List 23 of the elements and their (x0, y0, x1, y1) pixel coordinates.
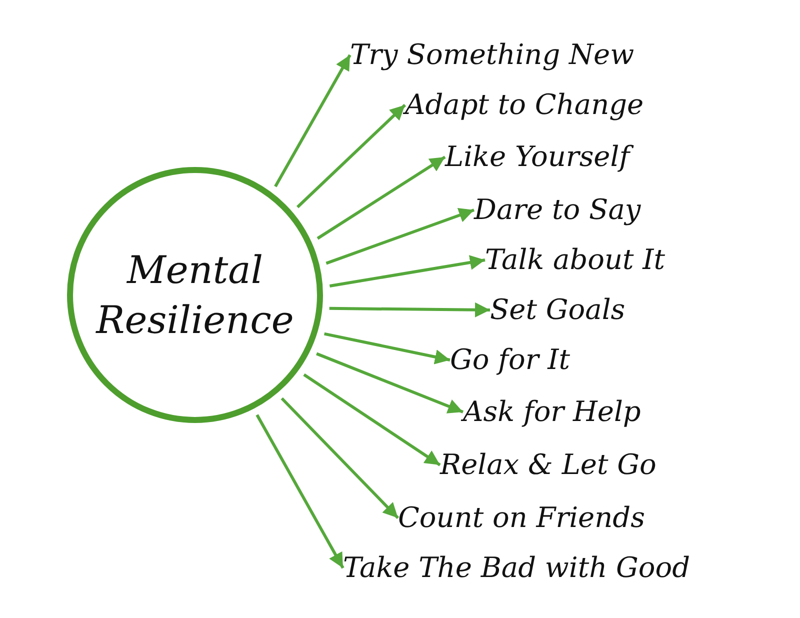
arrow (329, 302, 490, 318)
circle-node (64, 164, 326, 426)
node-text: Try Something New (350, 38, 634, 72)
arrow (296, 104, 406, 208)
node-text: Relax & Let Go (440, 448, 656, 482)
node-text: Ask for Help (463, 395, 641, 429)
arrow (274, 54, 352, 188)
arrow (316, 156, 446, 240)
node-text: Talk about It (485, 243, 665, 277)
arrow (256, 414, 344, 569)
node-text: Adapt to Change (405, 88, 644, 122)
node-text: Mental Resilience (94, 247, 295, 344)
arrow (329, 255, 486, 288)
arrow (324, 332, 450, 364)
node-text: Dare to Say (474, 193, 641, 227)
node-text: Take The Bad with Good (343, 551, 690, 585)
arrow (316, 352, 464, 414)
node-text: Go for It (450, 343, 570, 377)
node-text: Set Goals (490, 293, 626, 327)
arrow (326, 208, 474, 265)
arrow (303, 373, 441, 466)
arrow (280, 397, 400, 520)
node-text: Count on Friends (398, 501, 645, 535)
